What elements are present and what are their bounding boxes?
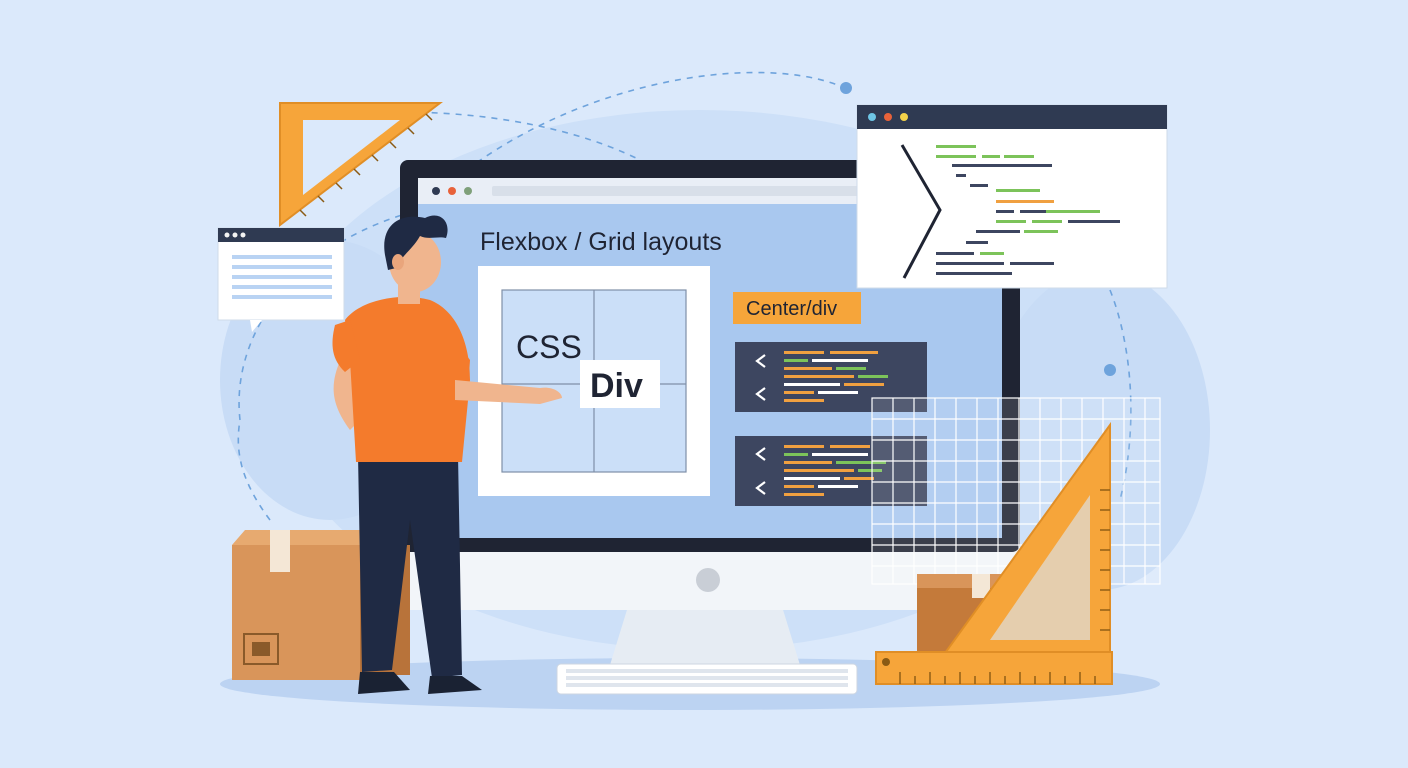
cardboard-box-icon [232,530,410,680]
orbit-dot [1104,364,1116,376]
browser-window-small [217,227,345,332]
css-label: CSS [516,329,582,365]
ruler-icon [279,102,443,228]
code-panel-top [735,342,927,412]
chevron-left-icon [755,387,766,401]
grid-overlay-icon [871,397,1161,585]
chevron-left-icon [755,354,766,368]
div-label: Div [590,367,643,405]
chevron-left-icon [755,447,766,461]
power-button-icon [696,568,720,592]
screen-title: Flexbox / Grid layouts [480,228,722,256]
code-panel-bottom [735,436,927,506]
center-div-tag [733,292,861,324]
window-dots-icon [432,187,440,195]
center-div-label: Center/div [746,298,837,320]
set-square-icon [875,421,1113,685]
keyboard-icon [556,663,858,695]
orbit-dot [840,82,852,94]
chevron-left-icon [755,481,766,495]
person-figure [332,215,562,694]
div-box [580,360,660,408]
code-window-floating [856,104,1168,289]
